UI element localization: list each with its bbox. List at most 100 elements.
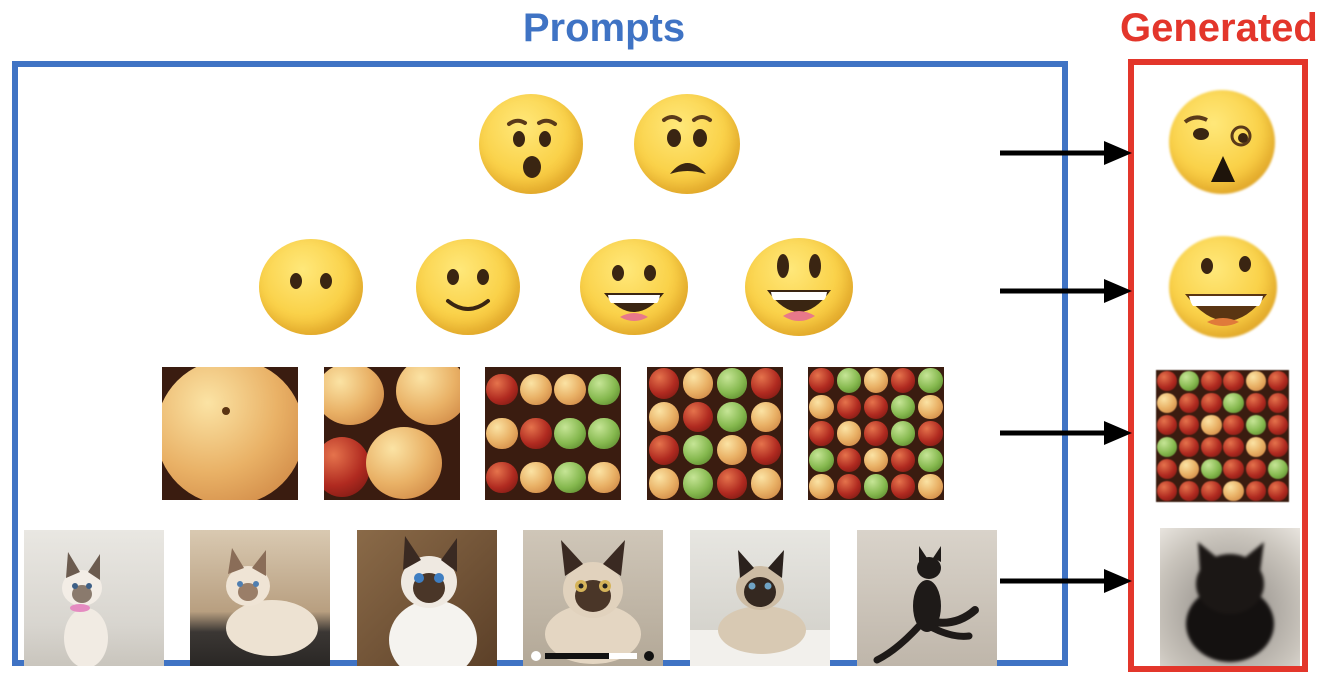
- apple-icon: [918, 421, 943, 446]
- emoji-grinning-face: [580, 239, 688, 335]
- apple-icon: [486, 417, 518, 450]
- cat-tile-6: [857, 530, 997, 666]
- apple-icon: [1156, 480, 1178, 502]
- apple-icon: [682, 401, 714, 433]
- apple-icon: [1156, 436, 1178, 458]
- apple-icon: [520, 462, 552, 494]
- apple-icon: [520, 417, 552, 450]
- apple-icon: [1179, 370, 1200, 392]
- apple-icon: [1223, 458, 1244, 480]
- apple-icon: [750, 401, 782, 433]
- apple-icon: [890, 447, 916, 473]
- apple-icon: [1179, 480, 1200, 502]
- apple-icon: [1245, 370, 1266, 392]
- apple-icon: [809, 474, 834, 499]
- apple-icon: [750, 468, 782, 499]
- apple-icon: [1267, 392, 1289, 414]
- apple-icon: [1223, 370, 1244, 392]
- apple-icon: [648, 468, 680, 499]
- cat-tile-2: [190, 530, 330, 666]
- emoji-slight-smile-face: [416, 239, 520, 335]
- apple-icon: [863, 421, 889, 446]
- emoji-big-grin-face: [745, 238, 853, 336]
- apple-icon: [1223, 392, 1244, 414]
- apple-icon: [750, 434, 782, 466]
- apple-icon: [1267, 414, 1289, 436]
- apple-icon: [1267, 370, 1289, 392]
- apple-icon: [588, 462, 620, 494]
- apple-icon: [554, 373, 586, 405]
- apple-icon: [588, 417, 620, 450]
- apple-icon: [682, 468, 714, 499]
- apple-icon: [863, 447, 889, 473]
- apple-icon: [1267, 436, 1289, 458]
- apple-icon: [1179, 414, 1200, 436]
- apple-icon: [836, 474, 862, 499]
- apple-icon: [1245, 436, 1266, 458]
- apple-icon: [890, 368, 916, 393]
- apple-tile-1: [162, 367, 298, 500]
- apple-icon: [1201, 370, 1222, 392]
- apple-icon: [716, 401, 748, 433]
- emoji-neutral-face: [259, 239, 363, 335]
- apple-icon: [1201, 436, 1222, 458]
- apple-icon: [648, 401, 680, 433]
- apple-icon: [836, 421, 862, 446]
- apple-icon: [836, 368, 862, 393]
- apple-icon: [1223, 414, 1244, 436]
- apple-icon: [1156, 370, 1178, 392]
- apple-icon: [588, 373, 620, 405]
- apple-icon: [554, 417, 586, 450]
- emoji-hushed-face: [479, 94, 583, 194]
- apple-icon: [1156, 392, 1178, 414]
- apple-icon: [1245, 458, 1266, 480]
- arrow-row-3: [1000, 421, 1132, 445]
- cat-tile-3: [357, 530, 497, 666]
- apple-icon: [1201, 458, 1222, 480]
- apple-tile-4: [647, 367, 783, 500]
- apple-icon: [890, 421, 916, 446]
- apple-icon: [1267, 480, 1289, 502]
- arrow-row-2: [1000, 279, 1132, 303]
- apple-icon: [1223, 480, 1244, 502]
- apple-tile-5: [808, 367, 944, 500]
- generated-box: [1128, 59, 1308, 672]
- apple-icon: [1245, 480, 1266, 502]
- apple-icon: [554, 462, 586, 494]
- cat-tile-1: [24, 530, 164, 666]
- apple-icon: [716, 368, 748, 399]
- apple-icon: [863, 474, 889, 499]
- apple-icon: [1179, 392, 1200, 414]
- apple-icon: [918, 368, 943, 393]
- apple-icon: [486, 373, 518, 405]
- generated-apple-tile: [1156, 370, 1289, 502]
- apple-icon: [1201, 480, 1222, 502]
- apple-icon: [809, 394, 834, 420]
- apple-icon: [809, 421, 834, 446]
- apple-icon: [863, 368, 889, 393]
- apple-tile-3: [485, 367, 621, 500]
- generated-cat-tile: [1160, 528, 1300, 666]
- apple-icon: [1156, 414, 1178, 436]
- apple-icon: [1223, 436, 1244, 458]
- apple-icon: [520, 373, 552, 405]
- arrow-row-1: [1000, 141, 1132, 165]
- apple-icon: [682, 368, 714, 399]
- generated-emoji-grin: [1163, 232, 1283, 342]
- apple-icon: [1156, 458, 1178, 480]
- apple-icon: [682, 434, 714, 466]
- apple-icon: [918, 474, 943, 499]
- apple-icon: [1179, 436, 1200, 458]
- cat-tile-4: [523, 530, 663, 666]
- apple-icon: [918, 447, 943, 473]
- apple-icon: [836, 394, 862, 420]
- apple-icon: [486, 462, 518, 494]
- apple-icon: [890, 394, 916, 420]
- prompts-title: Prompts: [522, 6, 686, 50]
- apple-icon: [716, 468, 748, 499]
- apple-icon: [648, 434, 680, 466]
- apple-icon: [1201, 392, 1222, 414]
- arrow-row-4: [1000, 569, 1132, 593]
- apple-icon: [750, 368, 782, 399]
- apple-icon: [716, 434, 748, 466]
